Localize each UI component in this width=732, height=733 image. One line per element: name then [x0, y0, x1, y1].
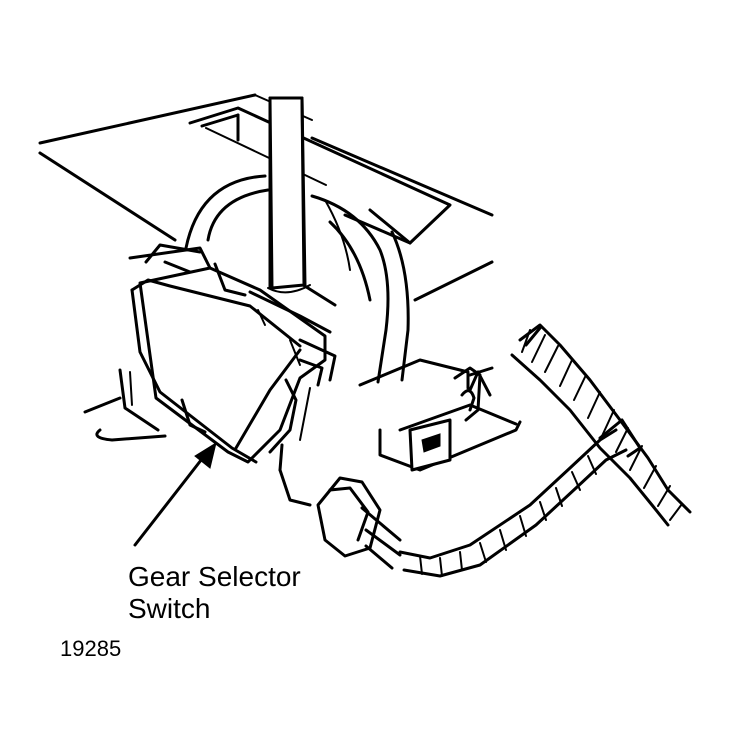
shift-lever	[267, 96, 311, 294]
gear-selector-switch	[128, 243, 337, 464]
shift-gate-arc	[184, 174, 410, 384]
floor-panel	[38, 93, 494, 307]
callout-label-line1: Gear Selector	[128, 561, 301, 592]
base-supports	[83, 368, 312, 507]
wiring-harness	[316, 418, 642, 578]
figure-number: 19285	[60, 636, 122, 661]
callout-arrow	[133, 441, 217, 547]
mounting-bracket	[358, 358, 522, 472]
callout-label-line2: Switch	[128, 593, 211, 624]
shift-slot	[188, 106, 452, 245]
corrugated-conduit	[510, 323, 692, 527]
